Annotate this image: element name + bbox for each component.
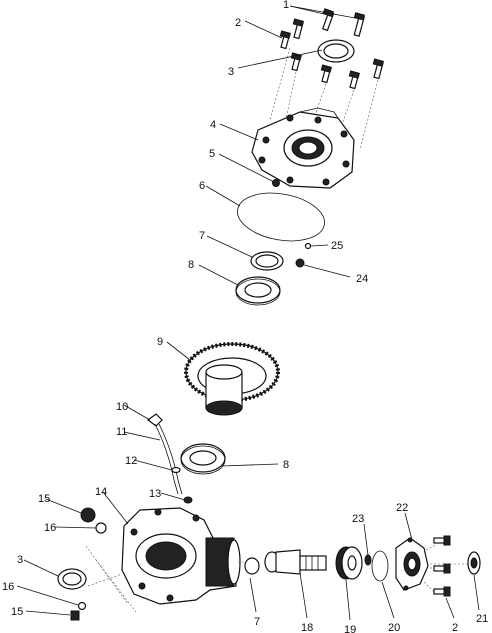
vent-hose-assembly xyxy=(147,413,193,504)
callout-13: 13 xyxy=(149,488,161,500)
callout-16-lower: 16 xyxy=(2,581,14,593)
callout-5: 5 xyxy=(209,148,215,160)
callout-18: 18 xyxy=(301,622,313,633)
callout-6: 6 xyxy=(199,180,205,192)
callout-14: 14 xyxy=(95,486,107,498)
callout-4: 4 xyxy=(210,119,216,131)
pinion-assembly xyxy=(244,537,429,591)
callout-7-lower: 7 xyxy=(254,616,260,628)
cover-housing xyxy=(251,107,355,189)
callout-2-lower: 2 xyxy=(452,622,458,633)
callout-9: 9 xyxy=(157,336,163,348)
alignment-lines-lower xyxy=(85,545,137,613)
callout-10: 10 xyxy=(116,401,128,413)
drain-fill-plugs xyxy=(70,507,107,621)
callout-7-top: 7 xyxy=(199,230,205,242)
callout-11: 11 xyxy=(116,426,127,438)
cover-bolts-right xyxy=(433,535,481,597)
shim-top xyxy=(250,251,284,271)
callout-15-upper: 15 xyxy=(38,493,50,505)
bearing-lower xyxy=(180,443,226,475)
callout-25: 25 xyxy=(331,240,343,252)
small-parts-24-25 xyxy=(295,242,312,268)
callout-22: 22 xyxy=(396,502,408,514)
ring-gear xyxy=(184,342,280,416)
callout-19: 19 xyxy=(344,624,356,633)
bolt-set-top xyxy=(279,8,384,90)
plug-5 xyxy=(272,179,280,187)
callout-23: 23 xyxy=(352,513,364,525)
seal-lower xyxy=(57,568,87,590)
callout-24: 24 xyxy=(356,273,368,285)
callout-16-upper: 16 xyxy=(44,522,56,534)
callout-15-lower: 15 xyxy=(11,606,23,618)
callout-2-top: 2 xyxy=(235,17,241,29)
bearing-top xyxy=(235,276,281,306)
callout-20: 20 xyxy=(388,622,400,633)
alignment-lines-top xyxy=(269,47,379,151)
callout-3-top: 3 xyxy=(228,66,234,78)
callout-3-lower: 3 xyxy=(17,554,23,566)
leader-lines xyxy=(16,5,480,621)
callout-21: 21 xyxy=(476,613,488,625)
alignment-lines-right xyxy=(238,544,468,593)
callout-12: 12 xyxy=(125,455,137,467)
seal-top xyxy=(317,39,355,63)
callout-8-top: 8 xyxy=(188,259,194,271)
callout-1: 1 xyxy=(283,0,289,11)
gear-case xyxy=(121,507,241,605)
o-ring-large xyxy=(237,192,325,242)
callout-8-lower: 8 xyxy=(283,459,289,471)
